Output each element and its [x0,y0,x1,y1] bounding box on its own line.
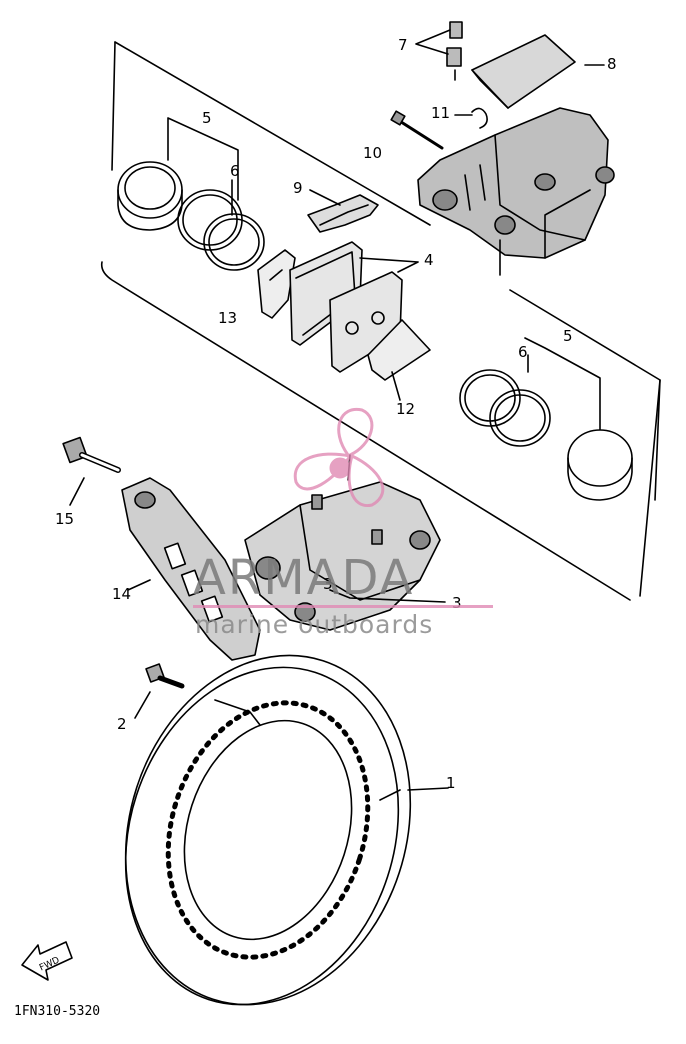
callout-7: 7 [398,36,408,54]
bolt-part-2 [134,663,185,719]
callout-6-top: 6 [230,162,240,180]
watermark-tagline: marine outboards [195,610,434,639]
caliper-assembly-top [417,107,615,276]
callout-3-b: 3 [452,594,462,612]
callout-6-bottom: 6 [518,343,528,361]
callout-3-a: 3 [323,575,333,593]
bracket-part-14 [121,477,261,661]
cap-part-8 [471,34,605,109]
piston-part-5-top [117,161,183,231]
forward-arrow-icon: FWD [21,941,73,981]
pad-pin-part-10 [390,110,444,150]
callout-1: 1 [446,774,456,792]
callout-5-bottom: 5 [563,327,573,345]
leader-group-5-6-top [167,117,239,216]
armada-logo-icon [293,407,385,507]
callout-8: 8 [607,55,617,73]
brake-disc-part-1 [124,654,449,1006]
callout-11: 11 [431,104,451,122]
bolt-part-15 [62,436,121,506]
piston-part-5-bottom [567,429,633,501]
callout-9: 9 [293,179,303,197]
brake-pads-part-4 [289,241,419,373]
caliper-assembly-lower [244,454,446,631]
callout-10: 10 [363,144,383,162]
callout-4: 4 [424,251,434,269]
callout-15: 15 [55,510,75,528]
leader-group-5-6-bottom [524,337,601,431]
callout-5-top: 5 [202,109,212,127]
explode-frame [100,41,661,601]
bleed-screw-part-7 [415,21,463,81]
shim-part-13 [257,249,296,319]
callout-14: 14 [112,585,132,603]
pad-spring-part-9 [307,189,379,233]
seals-part-6-top [177,189,265,271]
callout-13: 13 [218,309,238,327]
callout-12: 12 [396,400,416,418]
shim-part-12 [367,319,431,401]
watermark-rule [193,605,493,608]
watermark: ARMADA marine outboards [193,550,493,640]
part-number: 1FN310-5320 [14,1004,101,1019]
clip-part-11 [454,107,488,129]
watermark-name: ARMADA [193,550,415,606]
seals-part-6-bottom [459,369,551,447]
callout-2: 2 [117,715,127,733]
